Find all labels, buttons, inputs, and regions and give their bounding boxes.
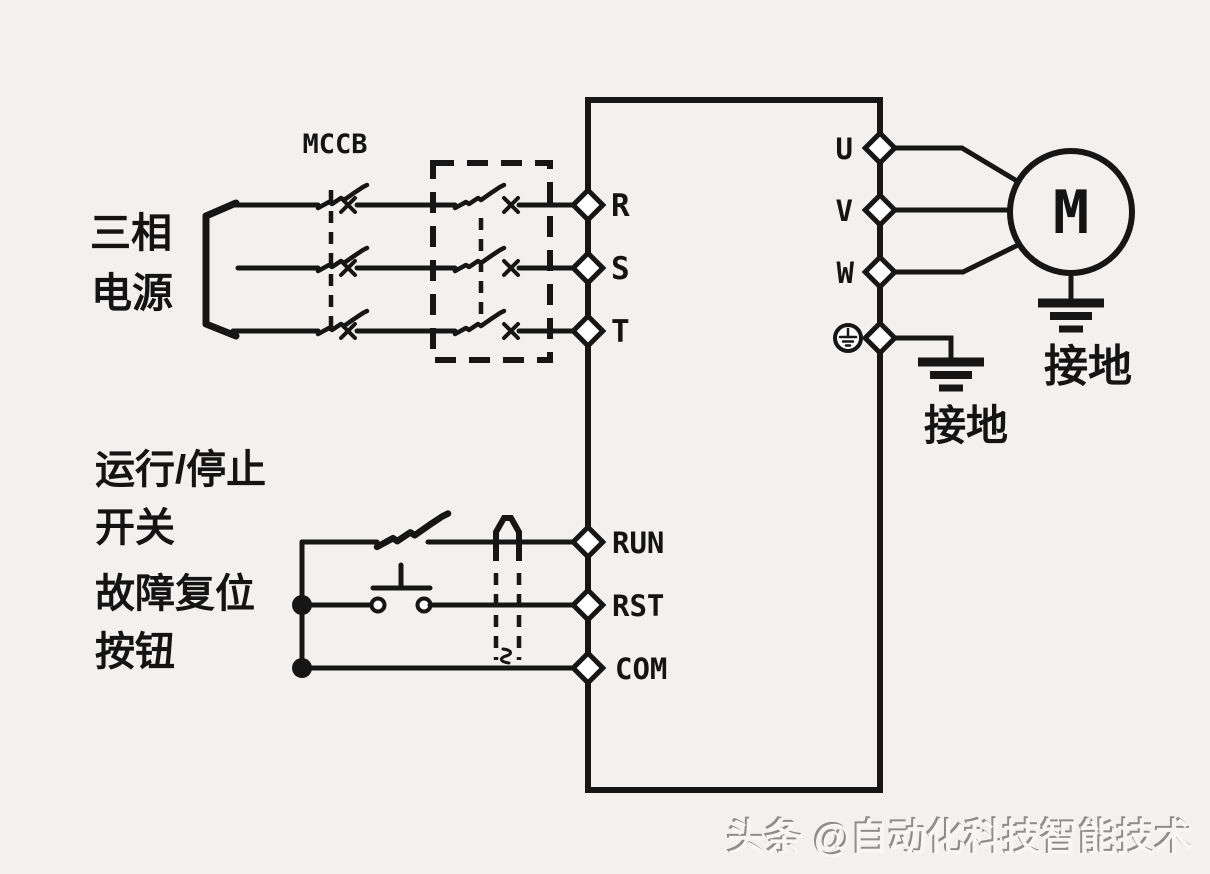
source-label-line2: 电源: [91, 270, 173, 316]
contactor-pole-r-blade: [455, 185, 504, 208]
three-phase-source-bracket: [202, 199, 240, 340]
inverter-enclosure: [585, 97, 883, 793]
terminal-t-label: T: [611, 314, 630, 350]
terminal-ground: [865, 323, 895, 353]
terminal-run: [573, 527, 603, 557]
terminal-w-label: W: [837, 256, 855, 290]
phase-s-wiring: [235, 248, 579, 277]
terminal-s: [573, 253, 603, 283]
phase-r-wiring: [230, 185, 579, 214]
terminal-v: [865, 195, 895, 225]
mccb-pole-t-contact: [339, 322, 357, 340]
wire-u: [890, 145, 1020, 184]
terminal-r: [573, 190, 603, 220]
phase-t-wiring: [230, 311, 579, 340]
contactor-pole-t-contact: [502, 322, 520, 340]
contactor-pole-s-contact: [502, 259, 520, 277]
mccb-pole-s-contact: [339, 259, 357, 277]
control-legend-line2: 开关: [95, 506, 175, 550]
terminal-run-label: RUN: [612, 526, 664, 560]
terminal-u-label: U: [836, 132, 853, 166]
ground-terminal-mark-glyph: [838, 327, 858, 347]
control-legend-line3: 故障复位: [95, 572, 255, 616]
shielded-cable-arch: [493, 515, 522, 561]
chassis-ground: [833, 323, 984, 388]
motor-label: M: [1053, 178, 1089, 248]
terminal-rst-label: RST: [612, 589, 664, 623]
junction-dot: [292, 595, 312, 615]
terminal-w: [865, 257, 895, 287]
terminal-t: [573, 316, 603, 346]
motor-ground-symbol: [1038, 303, 1104, 329]
terminal-u: [865, 133, 895, 163]
chassis-ground-symbol: [918, 362, 984, 388]
watermark: 头条 @自动化科技智能技术: [727, 818, 1193, 860]
motor-output-wiring: [890, 145, 1135, 329]
terminal-r-label: R: [611, 188, 630, 224]
contactor-dashed-box: [430, 160, 553, 363]
terminal-v-label: V: [836, 194, 853, 228]
mccb-label: MCCB: [302, 129, 367, 160]
contactor-pole-r-contact: [502, 196, 520, 214]
chassis-ground-label: 接地: [924, 402, 1008, 449]
control-legend-line1: 运行/停止: [95, 448, 266, 492]
terminal-com: [573, 653, 603, 683]
contactor-pole-t-blade: [455, 311, 504, 334]
control-circuit: [292, 514, 579, 678]
source-label-line1: 三相: [90, 210, 172, 256]
reset-button-contact-left: [369, 596, 387, 614]
watermark-shadow: 头条 @自动化科技智能技术: [725, 816, 1191, 858]
wire-w: [890, 243, 1019, 275]
control-legend-line4: 按钮: [95, 630, 175, 674]
terminal-rst: [573, 590, 603, 620]
terminal-com-label: COM: [615, 652, 667, 686]
terminal-s-label: S: [611, 251, 630, 287]
motor-ground-label: 接地: [1044, 342, 1132, 391]
mccb-pole-r-contact: [339, 196, 357, 214]
shield-tie-squiggle: [500, 647, 512, 665]
chassis-ground-wire: [890, 335, 954, 362]
